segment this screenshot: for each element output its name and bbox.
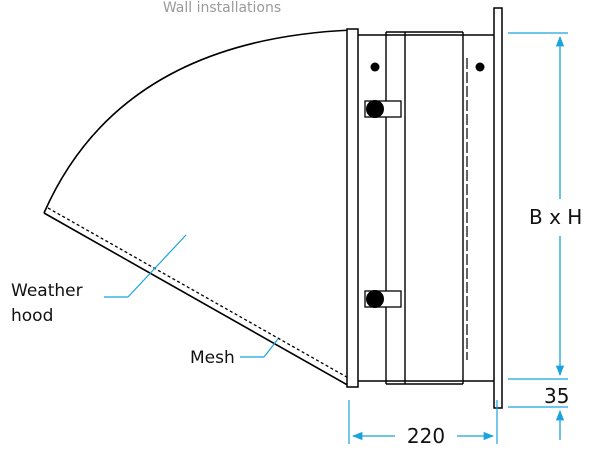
latch-upper [364,100,402,118]
flange-depth-label: 35 [544,384,569,408]
latch-lower [364,290,402,308]
depth-dimension [348,400,498,444]
diagram-caption: Wall installations [163,0,281,16]
weather-hood-label-line2: hood [11,306,53,326]
front-flange [346,28,359,388]
mesh-label: Mesh [190,348,235,368]
depth-label: 220 [407,424,445,448]
height-dimension [508,32,568,380]
unit-body [358,31,494,385]
weather-hood-label-line1: Weather [11,281,83,301]
weather-hood-leader [104,234,187,298]
flange-depth-dimension [508,406,568,440]
mesh-leader [240,338,279,358]
screw-hole-top-left [370,62,380,72]
weather-hood [43,29,353,388]
height-label: B x H [529,205,582,229]
screw-hole-top-right [475,62,485,72]
rear-flange [493,7,503,409]
